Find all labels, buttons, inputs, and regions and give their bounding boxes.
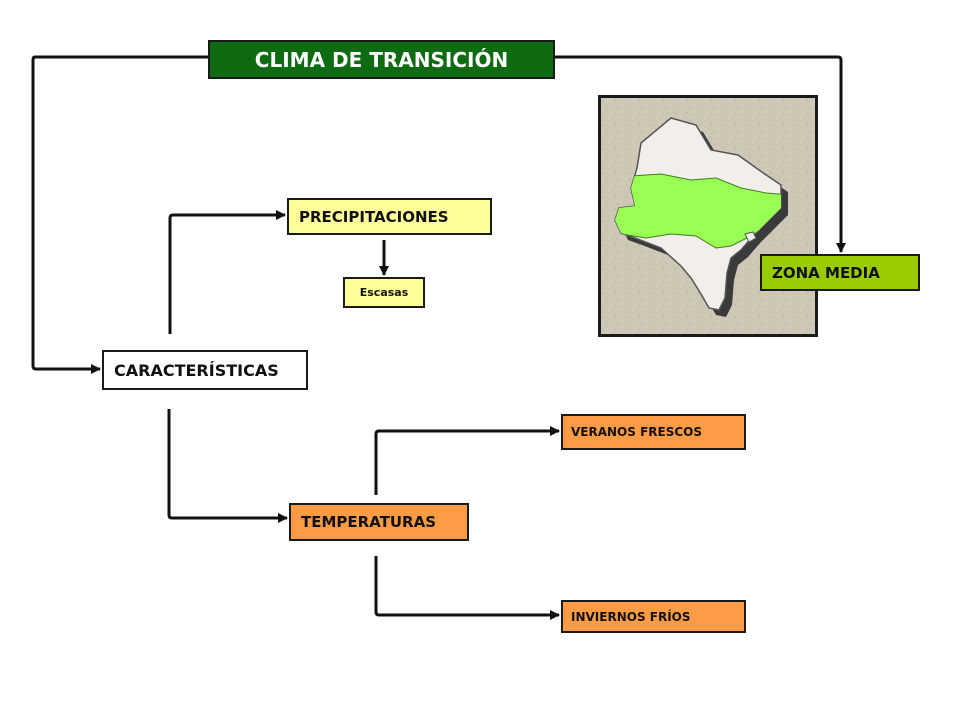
navarra-map — [598, 95, 818, 337]
caracteristicas-label: CARACTERÍSTICAS — [114, 360, 279, 380]
escasas-node: Escasas — [343, 277, 425, 308]
temperaturas-label: TEMPERATURAS — [301, 513, 437, 531]
precipitaciones-node: PRECIPITACIONES — [287, 198, 492, 235]
temperaturas-to-inviernos-arrow — [374, 556, 560, 620]
caracteristicas-node: CARACTERÍSTICAS — [102, 350, 308, 390]
precipitaciones-label: PRECIPITACIONES — [299, 207, 449, 226]
temperaturas-to-veranos-arrow — [374, 426, 560, 495]
caracteristicas-to-temperaturas-arrow — [167, 409, 288, 523]
inviernos-frios-node: INVIERNOS FRÍOS — [561, 600, 746, 633]
veranos-frescos-node: VERANOS FRESCOS — [561, 414, 746, 450]
title-to-zona-media-arrow — [555, 55, 846, 253]
temperaturas-node: TEMPERATURAS — [289, 503, 469, 541]
map-illustration — [601, 98, 815, 334]
zona-media-node: ZONA MEDIA — [760, 254, 920, 291]
title-box: CLIMA DE TRANSICIÓN — [208, 40, 555, 79]
diagram-title: CLIMA DE TRANSICIÓN — [254, 47, 509, 72]
caracteristicas-to-precipitaciones-arrow — [168, 210, 286, 334]
veranos-frescos-label: VERANOS FRESCOS — [571, 425, 703, 439]
escasas-label: Escasas — [359, 286, 409, 299]
inviernos-frios-label: INVIERNOS FRÍOS — [571, 609, 691, 624]
title-to-caracteristicas-arrow — [31, 55, 208, 374]
zona-media-label: ZONA MEDIA — [772, 263, 880, 282]
